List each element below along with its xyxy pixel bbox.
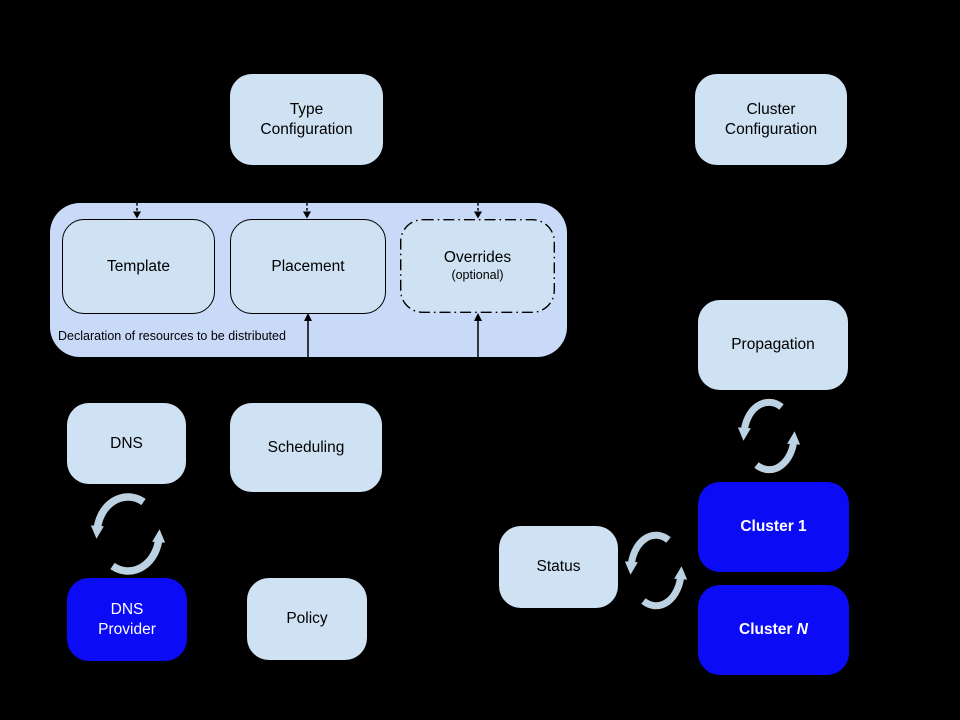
node-label: Policy [286, 610, 328, 628]
node-scheduling: Scheduling [230, 403, 382, 492]
node-type-configuration: Type Configuration [230, 74, 383, 165]
sync-icon [90, 493, 166, 575]
sync-icon [737, 398, 801, 474]
node-cluster-configuration: Cluster Configuration [695, 74, 847, 165]
node-placement: Placement [230, 219, 386, 314]
node-label: DNS [110, 434, 143, 452]
node-label: Provider [98, 620, 156, 638]
node-label: Placement [271, 257, 345, 275]
node-template: Template [62, 219, 215, 314]
node-policy: Policy [247, 578, 367, 660]
node-label: Configuration [724, 120, 818, 138]
node-label: Configuration [260, 120, 353, 138]
node-cluster-1: Cluster 1 [698, 482, 849, 572]
node-overrides: Overrides (optional) [400, 219, 555, 312]
node-dns: DNS [67, 403, 186, 484]
node-status: Status [499, 526, 618, 608]
node-propagation: Propagation [698, 300, 848, 390]
node-label: Type [289, 100, 324, 118]
sync-icon [624, 531, 688, 610]
node-cluster-n: Cluster N [698, 585, 849, 675]
node-label: Template [107, 257, 170, 275]
node-label: Overrides [443, 248, 512, 266]
node-sublabel: (optional) [451, 268, 504, 283]
node-label: Cluster N [739, 621, 808, 639]
node-label: Scheduling [267, 438, 345, 456]
node-label: Cluster 1 [740, 518, 807, 536]
node-label: Propagation [731, 336, 815, 354]
node-label: Cluster [746, 100, 796, 118]
node-dns-provider: DNS Provider [67, 578, 187, 661]
node-label: DNS [110, 600, 144, 618]
declaration-note: Declaration of resources to be distribut… [58, 329, 286, 343]
node-label: Status [536, 558, 581, 576]
